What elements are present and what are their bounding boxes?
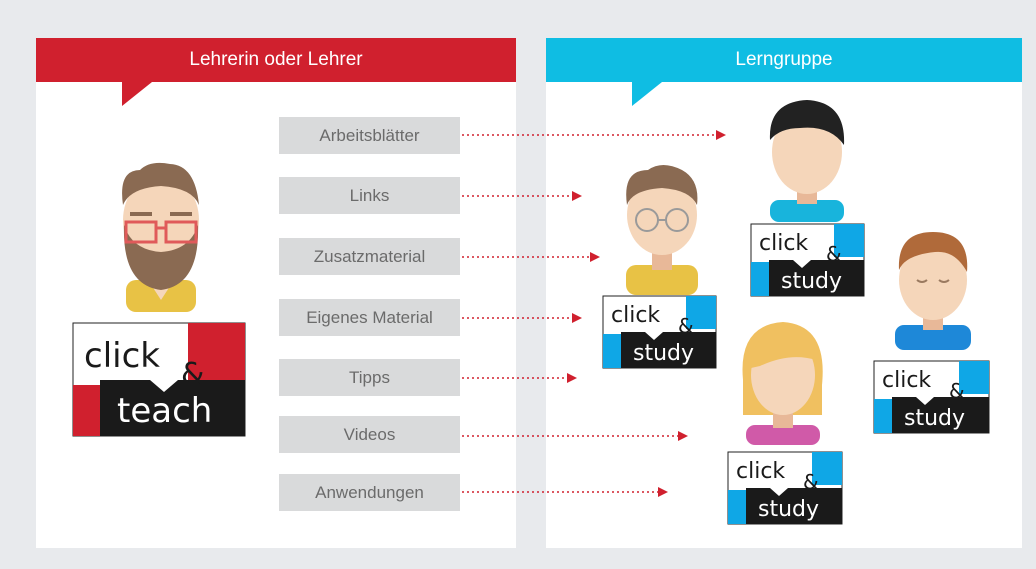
- click-study-logo-1: [602, 295, 717, 369]
- study-logo-1-word2: study: [633, 341, 694, 366]
- study-logo-2-amp: &: [826, 242, 842, 266]
- study-logo-3-word2: study: [904, 406, 965, 431]
- group-banner: Lerngruppe: [546, 38, 1022, 82]
- material-item-tipps: Tipps: [279, 359, 460, 396]
- arrow-7-head: [658, 487, 668, 497]
- student-brown-hair-avatar-icon: [895, 232, 971, 350]
- student-black-hair-avatar-icon: [769, 100, 845, 222]
- arrow-4-head: [572, 313, 582, 323]
- teach-logo-word2: teach: [117, 391, 212, 431]
- click-study-logo-2: [750, 223, 865, 297]
- click-study-logo-3: [873, 360, 990, 434]
- teacher-banner: Lehrerin oder Lehrer: [36, 38, 516, 82]
- teacher-avatar-icon: [122, 162, 199, 312]
- click-teach-logo: [72, 322, 246, 437]
- study-logo-3-amp: &: [949, 379, 965, 403]
- material-item-eigenes-material: Eigenes Material: [279, 299, 460, 336]
- arrow-5-head: [567, 373, 577, 383]
- study-logo-2-word2: study: [781, 269, 842, 294]
- arrow-3-head: [590, 252, 600, 262]
- material-item-arbeitsblaetter: Arbeitsblätter: [279, 117, 460, 154]
- material-item-zusatzmaterial: Zusatzmaterial: [279, 238, 460, 275]
- study-logo-3-word1: click: [882, 368, 931, 393]
- click-study-logo-4: [727, 451, 843, 525]
- study-logo-2-word1: click: [759, 231, 808, 256]
- teach-logo-amp: &: [181, 357, 204, 392]
- group-banner-tail: [632, 82, 662, 106]
- arrow-2-head: [572, 191, 582, 201]
- arrow-1-head: [716, 130, 726, 140]
- student-glasses-avatar-icon: [626, 165, 698, 295]
- arrows: [462, 130, 726, 497]
- study-logo-4-amp: &: [803, 470, 819, 494]
- teacher-banner-tail: [122, 82, 152, 106]
- study-logo-1-word1: click: [611, 303, 660, 328]
- student-blonde-avatar-icon: [742, 322, 823, 445]
- study-logo-1-amp: &: [678, 314, 694, 338]
- material-item-anwendungen: Anwendungen: [279, 474, 460, 511]
- arrow-6-head: [678, 431, 688, 441]
- material-item-videos: Videos: [279, 416, 460, 453]
- material-item-links: Links: [279, 177, 460, 214]
- teach-logo-word1: click: [84, 336, 160, 376]
- study-logo-4-word2: study: [758, 497, 819, 522]
- study-logo-4-word1: click: [736, 459, 785, 484]
